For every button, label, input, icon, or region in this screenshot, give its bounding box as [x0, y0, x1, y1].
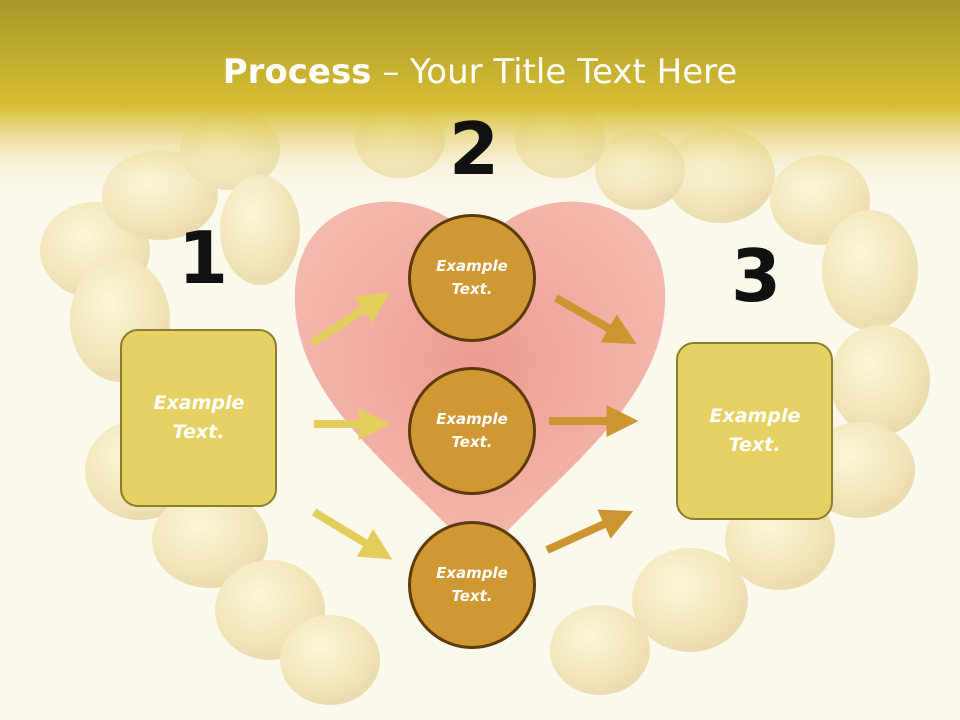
circle-top[interactable]: Example Text.: [408, 214, 536, 342]
step-box-1-text: Example Text.: [153, 392, 245, 443]
arrow-1-to-top: [309, 292, 391, 347]
circle-bottom[interactable]: Example Text.: [408, 521, 536, 649]
slide-title: Process – Your Title Text Here: [0, 52, 960, 92]
arrow-top-to-3: [554, 294, 637, 345]
arrow-bottom-to-3: [545, 509, 634, 554]
step-number-1: 1: [178, 216, 229, 300]
circle-middle-text: Example Text.: [436, 410, 508, 451]
title-rest: – Your Title Text Here: [371, 52, 738, 92]
step-box-3[interactable]: Example Text.: [676, 342, 833, 520]
step-box-1[interactable]: Example Text.: [120, 329, 277, 507]
circle-bottom-text: Example Text.: [436, 564, 508, 605]
arrow-1-to-bottom: [311, 508, 393, 560]
step-box-3-text: Example Text.: [709, 405, 801, 456]
circle-top-text: Example Text.: [436, 257, 508, 298]
step-number-2: 2: [449, 107, 500, 191]
step-number-3: 3: [731, 234, 782, 318]
title-bold: Process: [222, 52, 372, 92]
circle-middle[interactable]: Example Text.: [408, 367, 536, 495]
